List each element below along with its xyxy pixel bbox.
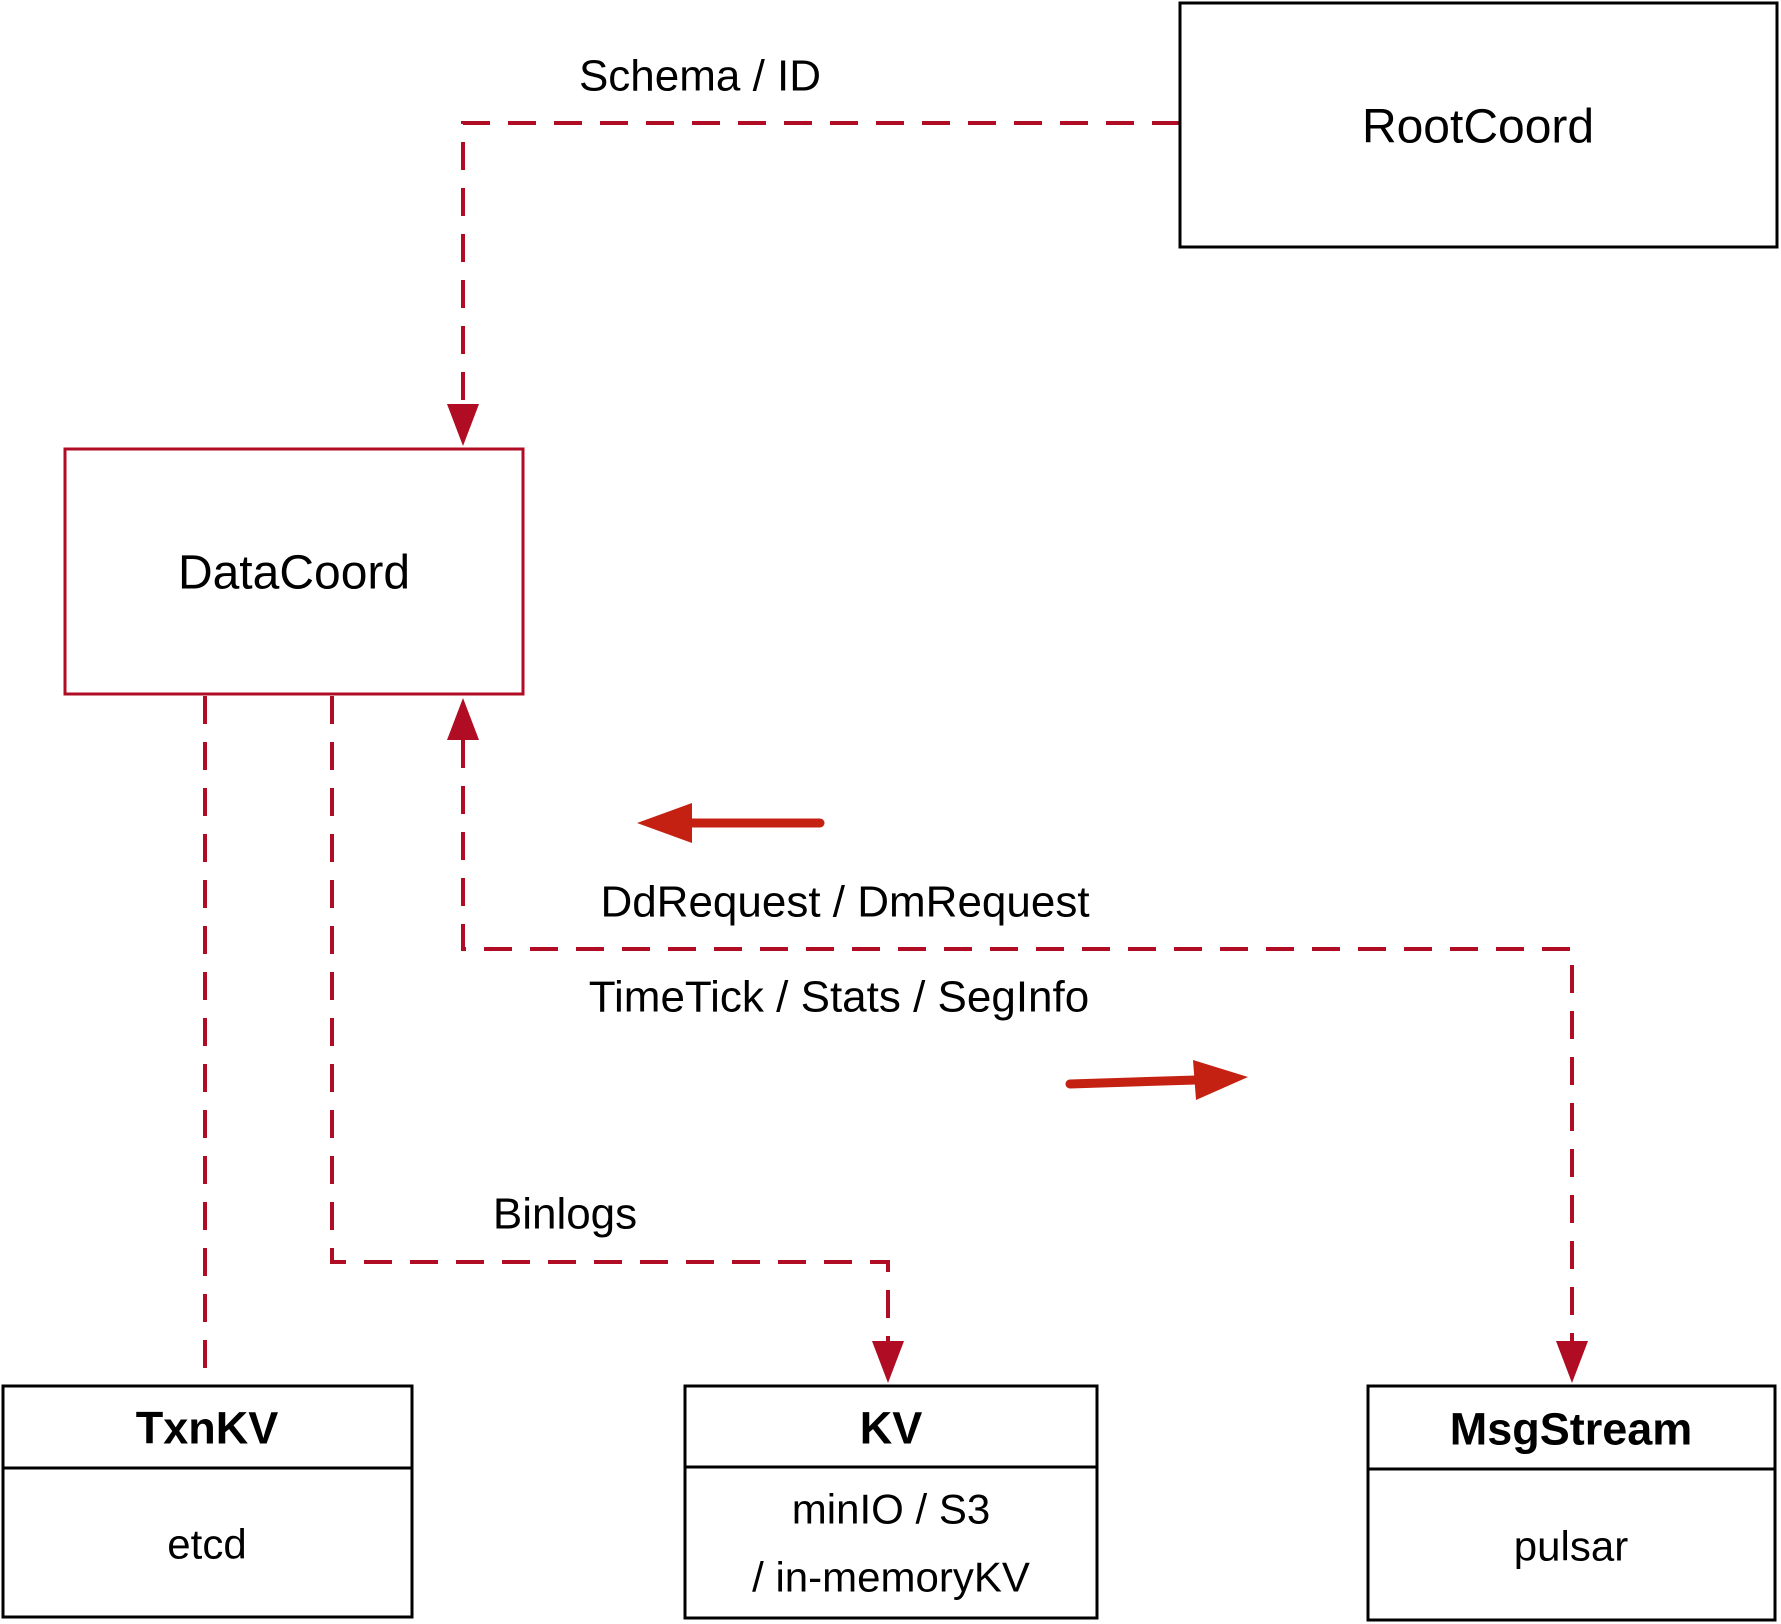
txnkv-box [1,1384,414,1619]
txnkv-title: TxnKV [136,1403,279,1454]
flow-arrow-right [1065,1060,1248,1100]
edge-label-schema-id: Schema / ID [579,52,821,101]
msgstream-title: MsgStream [1450,1404,1693,1455]
datacoord-node: DataCoord [63,447,525,696]
kv-body-line1: minIO / S3 [792,1486,990,1533]
kv-title: KV [860,1403,923,1454]
edge-binlogs: Binlogs [330,696,904,1383]
rootcoord-box [1178,1,1779,249]
kv-box [683,1384,1099,1620]
arrowhead-into-kv-top-icon [872,1341,904,1383]
kv-body-line2: / in-memoryKV [752,1554,1030,1601]
flow-arrow-left [637,803,825,843]
msgstream-body: pulsar [1514,1523,1628,1570]
requests-connector [461,740,1574,1341]
edge-label-timetick: TimeTick / Stats / SegInfo [589,973,1089,1022]
rootcoord-label: RootCoord [1362,101,1594,154]
txnkv-body: etcd [167,1521,246,1568]
arrowhead-into-datacoord-bottom-icon [447,698,479,740]
flow-arrow-left-head-icon [637,803,692,843]
edge-requests: DdRequest / DmRequest TimeTick / Stats /… [447,698,1588,1383]
edge-schema-id: Schema / ID [447,52,1180,446]
datacoord-label: DataCoord [178,547,410,600]
datacoord-box [63,447,525,696]
arrowhead-into-datacoord-top-icon [447,404,479,446]
schema-id-connector [461,121,1180,404]
kv-node: KV minIO / S3 / in-memoryKV [683,1384,1099,1620]
edge-label-ddrequest: DdRequest / DmRequest [600,878,1089,927]
txnkv-node: TxnKV etcd [1,1384,414,1619]
binlogs-connector [330,696,890,1341]
flow-arrow-right-stem [1065,1075,1201,1089]
msgstream-node: MsgStream pulsar [1366,1384,1777,1622]
edge-label-binlogs: Binlogs [493,1190,637,1239]
flow-arrow-right-head-icon [1193,1060,1248,1100]
arrowhead-into-msgstream-top-icon [1556,1341,1588,1383]
msgstream-box [1366,1384,1777,1622]
rootcoord-node: RootCoord [1178,1,1779,249]
